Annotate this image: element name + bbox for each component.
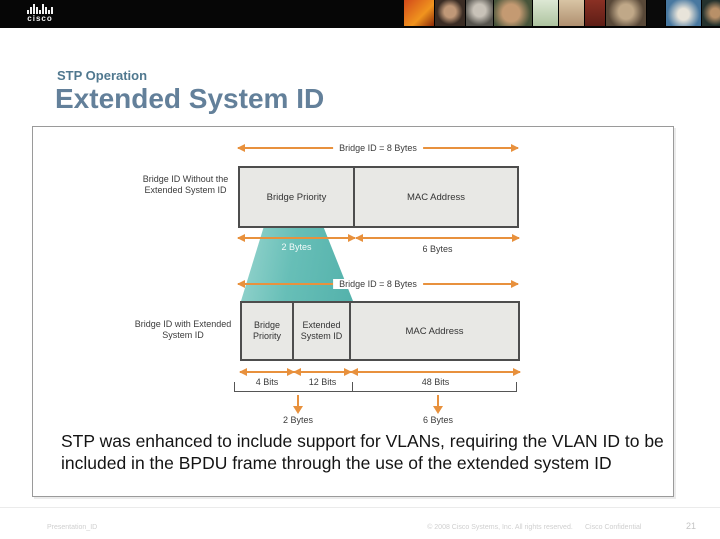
bottom-row-label: Bridge ID with Extended System ID [134, 319, 232, 340]
header-photo [647, 0, 665, 26]
field-box-mac-address-bottom: MAC Address [349, 301, 520, 361]
header-photo [666, 0, 701, 26]
bit-label-4bits: 4 Bits [255, 377, 279, 387]
field-box-bridge-priority-small: Bridge Priority [240, 301, 294, 361]
bit-label-48bits: 48 Bits [421, 377, 450, 387]
byte-label-2bytes: 2 Bytes [282, 415, 313, 425]
header-photo [435, 0, 465, 26]
bit-label-12bits: 12 Bits [308, 377, 337, 387]
footer-divider [0, 507, 720, 508]
bit-arrow-12bits [293, 368, 352, 376]
header-photo-strip [404, 0, 720, 26]
top-size-label-6bytes: 6 Bytes [422, 244, 453, 254]
header-photo [466, 0, 493, 26]
top-size-arrow-6bytes [355, 234, 520, 242]
bit-arrow-4bits [239, 368, 295, 376]
slide-body-text: STP was enhanced to include support for … [61, 431, 664, 473]
header-photo [606, 0, 646, 26]
header-photo [559, 0, 584, 26]
top-size-arrow-2bytes [237, 234, 356, 242]
byte-group-bracket [234, 382, 517, 392]
footer-confidential: Cisco Confidential [585, 524, 642, 531]
down-arrow-6bytes [433, 395, 443, 414]
header-photo [702, 0, 720, 26]
slide-kicker: STP Operation [57, 68, 148, 83]
page-title: Extended System ID [55, 83, 325, 114]
bit-arrow-48bits [350, 368, 521, 376]
top-size-label-2bytes: 2 Bytes [281, 242, 312, 252]
header-photo [533, 0, 558, 26]
cisco-logo: cisco [27, 4, 53, 23]
cisco-logo-bars-icon [27, 4, 53, 14]
bottom-total-arrow: Bridge ID = 8 Bytes [237, 279, 519, 289]
footer-page-number: 21 [686, 521, 697, 531]
cisco-logo-text: cisco [27, 14, 53, 23]
header-photo [585, 0, 605, 26]
top-total-arrow: Bridge ID = 8 Bytes [237, 143, 519, 153]
footer-copyright: © 2008 Cisco Systems, Inc. All rights re… [427, 524, 573, 531]
down-arrow-2bytes [293, 395, 303, 414]
field-box-bridge-priority: Bridge Priority [238, 166, 355, 228]
header-photo [404, 0, 434, 26]
field-box-mac-address: MAC Address [353, 166, 519, 228]
footer-presentation-id: Presentation_ID [47, 524, 98, 531]
top-total-arrow-label: Bridge ID = 8 Bytes [333, 143, 423, 153]
byte-label-6bytes: 6 Bytes [422, 415, 453, 425]
header-bar: cisco [0, 0, 720, 28]
header-photo [494, 0, 532, 26]
diagram-panel: Bridge ID = 8 Bytes Bridge ID Without th… [32, 126, 674, 497]
top-row-label: Bridge ID Without the Extended System ID [142, 174, 229, 195]
field-box-extended-system-id: Extended System ID [292, 301, 351, 361]
bottom-total-arrow-label: Bridge ID = 8 Bytes [333, 279, 423, 289]
